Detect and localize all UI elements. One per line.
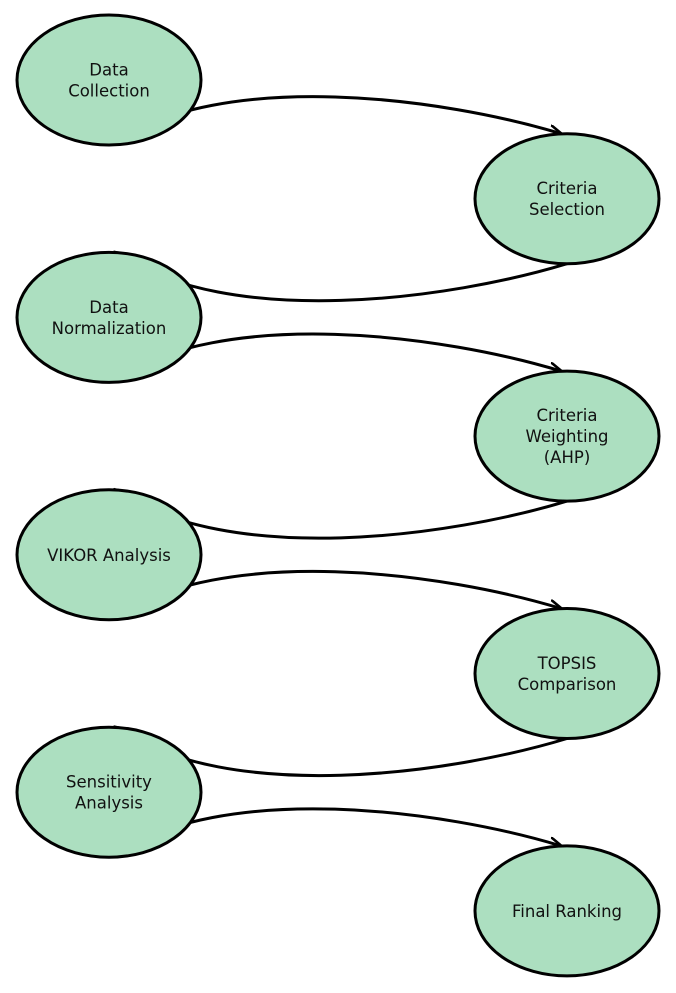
node-ellipse (15, 250, 203, 384)
node-label: Weighting (526, 427, 609, 446)
nodes-layer: DataCollectionCriteriaSelectionDataNorma… (15, 13, 661, 978)
node-label: Sensitivity (66, 773, 152, 792)
node-ellipse (15, 725, 203, 859)
node-topsis-comparison: TOPSIS Comparison (473, 607, 661, 740)
node-ellipse (15, 13, 203, 147)
node-ellipse (473, 369, 661, 503)
node-label: Selection (529, 200, 605, 219)
node-ellipse (15, 488, 203, 622)
node-label: VIKOR Analysis (47, 546, 171, 565)
node-label: Comparison (518, 675, 617, 694)
node-label: (AHP) (544, 448, 591, 467)
node-label: Analysis (75, 794, 143, 813)
node-ellipse (473, 607, 661, 740)
node-label: Normalization (52, 319, 167, 338)
node-vikor-analysis: VIKOR Analysis (15, 488, 203, 622)
node-final-ranking: Final Ranking (473, 844, 661, 978)
node-label: Data (89, 61, 128, 80)
node-ellipse (473, 132, 661, 266)
node-label: Criteria (537, 406, 598, 425)
node-label: Criteria (537, 179, 598, 198)
node-label: TOPSIS (537, 654, 597, 673)
node-label: Data (89, 298, 128, 317)
node-ellipse (473, 844, 661, 978)
node-label: Final Ranking (512, 902, 622, 921)
node-label: Collection (68, 82, 150, 101)
